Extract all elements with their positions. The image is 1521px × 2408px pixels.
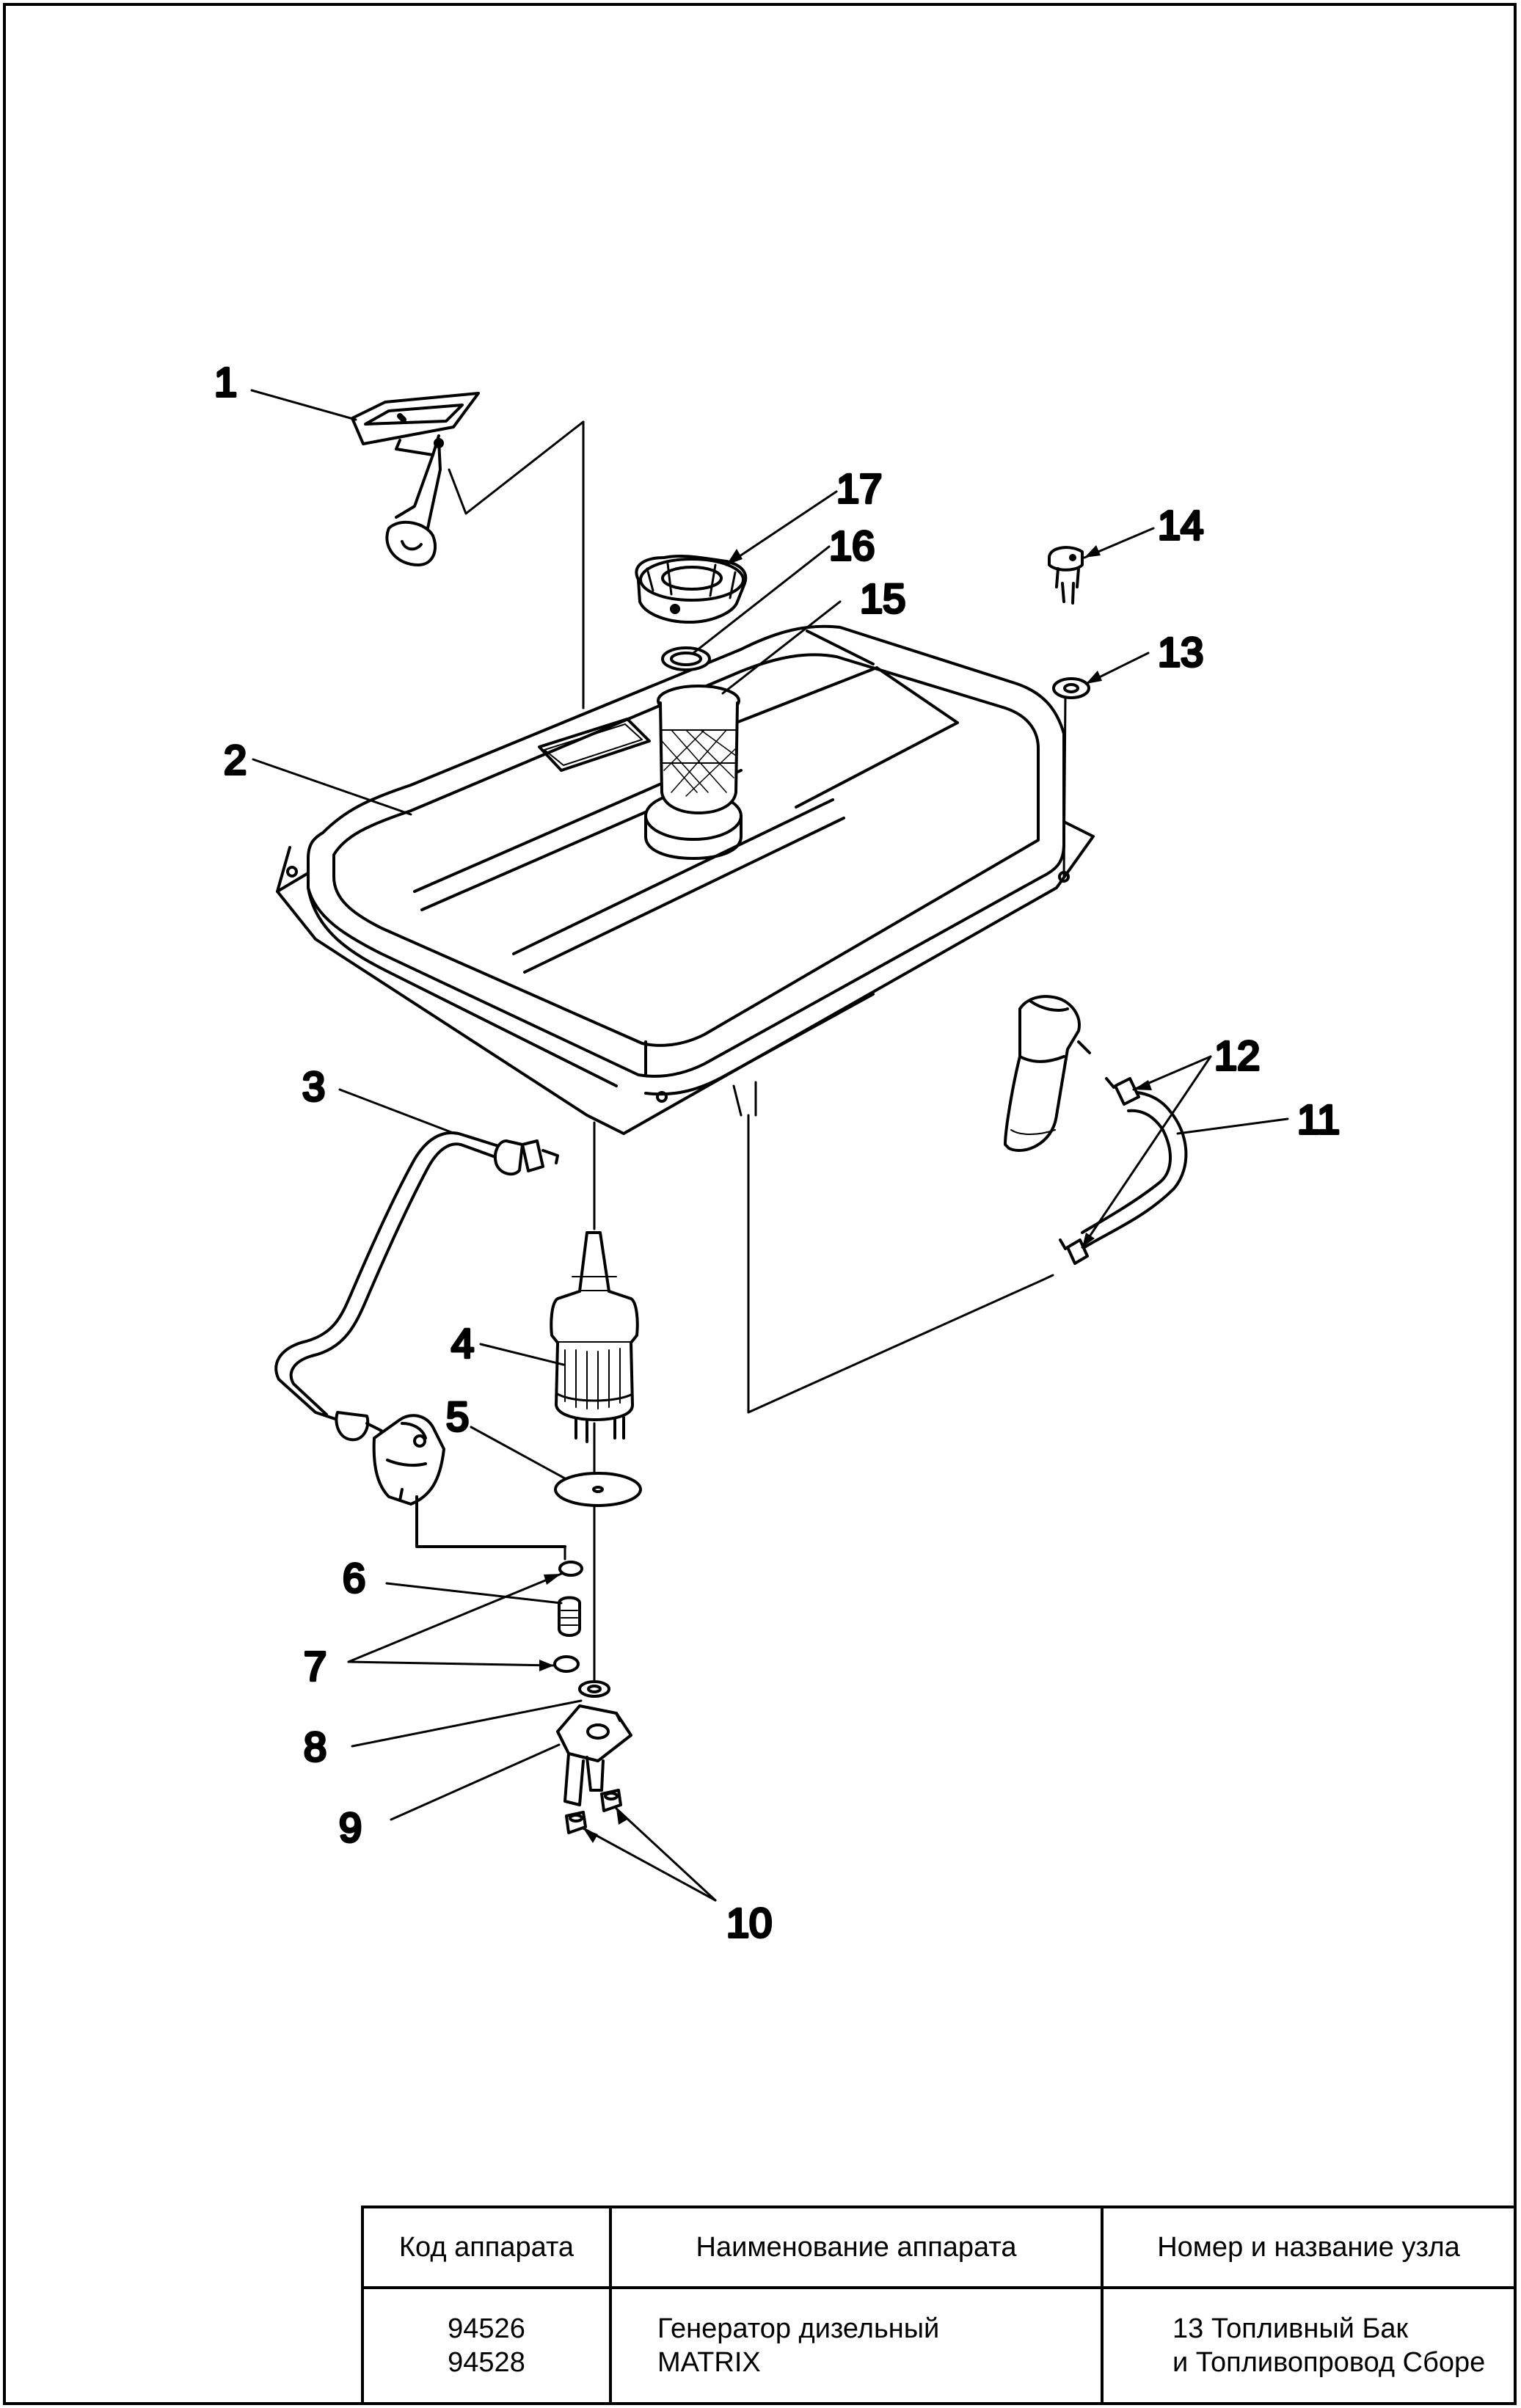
callout-9: 9 (339, 1804, 362, 1850)
value-code: 94526 94528 (361, 2286, 612, 2405)
part-8-washer (578, 1680, 610, 1698)
part-9-fuel-cock (556, 1704, 632, 1806)
bracket-guide-lines (448, 420, 585, 709)
callout-14: 14 (1158, 502, 1203, 548)
fuel-cock-body (372, 1414, 566, 1561)
header-name: Наименование аппарата (609, 2205, 1104, 2289)
unit-line-1: 13 Топливный Бак (1172, 2313, 1409, 2344)
callout-3: 3 (302, 1063, 325, 1109)
part-1-bracket (351, 392, 480, 566)
part-5-filter-plate (554, 1472, 642, 1507)
part-3-fuel-pipe (274, 1131, 559, 1443)
part-6-hose (553, 1561, 583, 1673)
part-17-filler-cap (635, 554, 748, 624)
part-4-fuel-filter (550, 1231, 639, 1443)
code-line-1: 94526 (448, 2313, 525, 2344)
unit-line-2: и Топливопровод Сборе (1172, 2347, 1486, 2378)
callout-5: 5 (446, 1393, 469, 1440)
title-block-table: Код аппарата Наименование аппарата Номер… (361, 2205, 1517, 2405)
part-15-strainer (657, 685, 740, 814)
header-unit: Номер и название узла (1101, 2205, 1517, 2289)
callout-6: 6 (343, 1555, 365, 1601)
part-12-clips (1059, 1077, 1140, 1265)
callout-numbers: 1 2 3 4 5 6 7 8 9 10 11 12 13 14 15 16 1… (213, 357, 1341, 1947)
callout-12: 12 (1214, 1032, 1260, 1079)
part-16-gasket (661, 646, 711, 671)
part-13-grommet (1052, 677, 1090, 878)
title-block-header-row: Код аппарата Наименование аппарата Номер… (361, 2205, 1517, 2289)
value-name: Генератор дизельный MATRIX (609, 2286, 1104, 2405)
leader-lines (250, 389, 1289, 1902)
name-line-2: MATRIX (657, 2347, 761, 2378)
callout-4: 4 (451, 1320, 474, 1366)
title-block-value-row: 94526 94528 Генератор дизельный MATRIX 1… (361, 2286, 1517, 2405)
header-code: Код аппарата (361, 2205, 612, 2289)
callout-2: 2 (224, 737, 247, 783)
callout-8: 8 (304, 1723, 327, 1770)
callout-16: 16 (829, 522, 875, 569)
part-11-hose (1081, 1090, 1188, 1249)
callout-13: 13 (1158, 629, 1203, 675)
value-unit: 13 Топливный Бак и Топливопровод Сборе (1101, 2286, 1517, 2405)
callout-7: 7 (304, 1643, 327, 1689)
callout-10: 10 (726, 1900, 772, 1946)
callout-1: 1 (214, 359, 237, 405)
page-border (3, 3, 1517, 2405)
part-14-vent-cap (1048, 546, 1084, 605)
drain-elbow (1004, 995, 1091, 1152)
leader-arrowheads (539, 545, 1152, 1843)
name-line-1: Генератор дизельный (657, 2313, 940, 2344)
part-10-nuts (565, 1789, 622, 1834)
callout-17: 17 (836, 465, 882, 511)
code-line-2: 94528 (448, 2347, 525, 2378)
callout-15: 15 (860, 575, 905, 621)
assembly-guide-lines (747, 1114, 1054, 1414)
callout-11: 11 (1297, 1096, 1340, 1142)
